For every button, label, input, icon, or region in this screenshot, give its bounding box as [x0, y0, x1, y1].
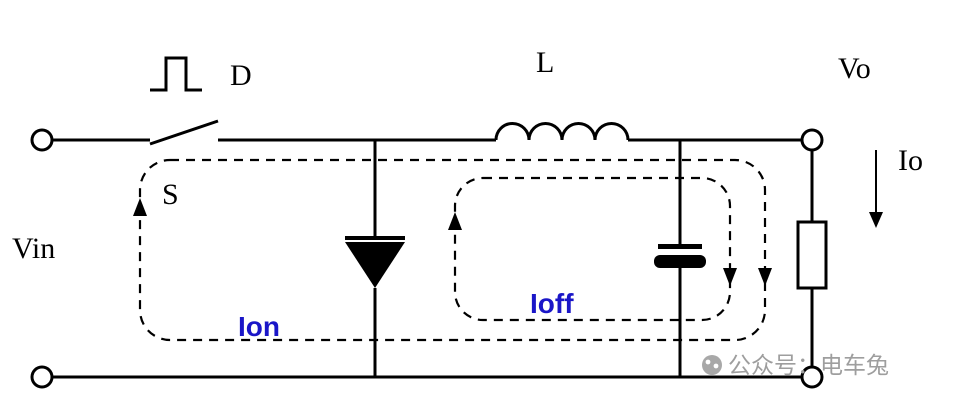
- watermark: 公众号：电车兔: [702, 352, 889, 378]
- ioff-loop-path: [453, 176, 732, 322]
- ioff-loop-down-arrow-icon: [723, 268, 737, 286]
- watermark-logo-dot: [705, 359, 711, 365]
- duty-label: D: [230, 59, 252, 92]
- inductor-label: L: [536, 46, 554, 79]
- switch-blade: [149, 119, 219, 146]
- ion-loop-path: [138, 158, 767, 342]
- input-terminal-top: [30, 128, 54, 152]
- ioff-loop-label: Ioff: [530, 288, 574, 319]
- vin-label: Vin: [12, 232, 55, 265]
- output-terminal-top: [800, 128, 824, 152]
- capacitor-plate-top: [658, 244, 702, 249]
- ioff-loop-up-arrow-icon: [448, 212, 462, 230]
- watermark-text: 公众号：电车兔: [728, 352, 889, 378]
- input-terminal-bottom: [30, 365, 54, 389]
- capacitor-plate-bottom: [654, 255, 706, 268]
- io-label: Io: [898, 144, 923, 177]
- watermark-logo-dot: [713, 363, 719, 369]
- ion-loop-up-arrow-icon: [133, 198, 147, 216]
- watermark-logo: [702, 355, 722, 375]
- pwm-pulse-icon: [150, 56, 202, 92]
- switch-label: S: [162, 178, 179, 211]
- load-resistor: [796, 220, 828, 290]
- io-arrow-head-icon: [869, 212, 883, 228]
- inductor-coil: [494, 122, 630, 141]
- diode-triangle: [345, 242, 405, 288]
- ion-loop-label: Ion: [238, 311, 280, 342]
- ion-loop-down-arrow-icon: [758, 268, 772, 286]
- vo-label: Vo: [838, 52, 871, 85]
